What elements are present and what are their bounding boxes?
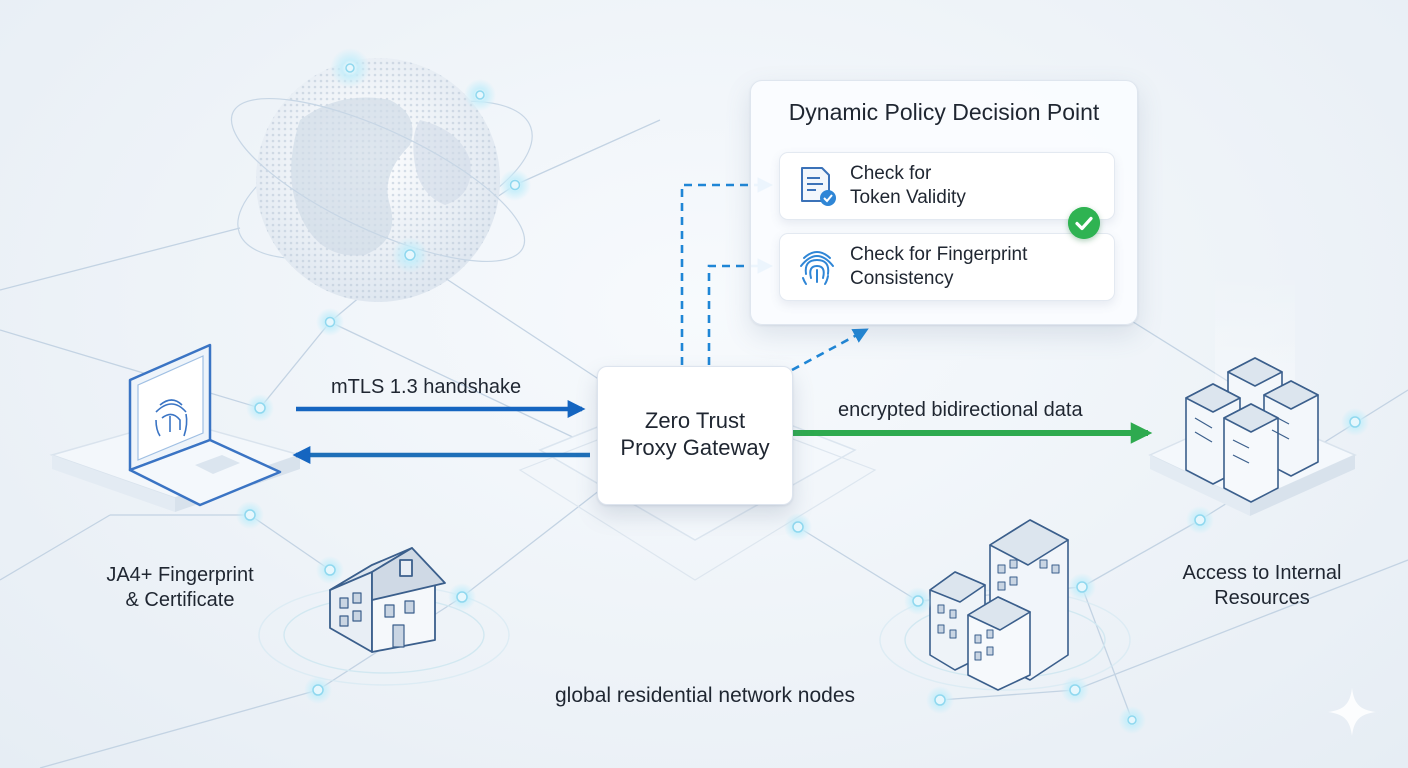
gateway-label: Zero Trust Proxy Gateway <box>620 408 770 460</box>
globe-icon <box>230 58 533 302</box>
network-nodes <box>236 48 1369 734</box>
fingerprint-consistency-check: Check for Fingerprint Consistency <box>779 233 1115 301</box>
house-icon <box>329 547 446 653</box>
servers-icon <box>1185 357 1319 503</box>
fingerprint-icon <box>800 251 834 285</box>
fingerprint-check-label: Check for Fingerprint Consistency <box>850 244 1028 289</box>
encrypted-data-label: encrypted bidirectional data <box>838 399 1083 421</box>
policy-return-arrow <box>791 328 869 372</box>
policy-decision-panel: Dynamic Policy Decision Point Check for … <box>750 80 1138 325</box>
office-buildings-icon <box>929 519 1069 691</box>
handshake-label: mTLS 1.3 handshake <box>331 376 522 398</box>
token-check-arrow <box>680 177 774 365</box>
zero-trust-gateway: Zero Trust Proxy Gateway <box>597 366 793 505</box>
token-validity-check: Check for Token Validity <box>779 152 1115 220</box>
client-label: JA4+ Fingerprint & Certificate <box>106 564 254 611</box>
sparkle-icon <box>1328 688 1376 736</box>
document-check-icon <box>801 167 836 206</box>
checkmark-badge-icon <box>1068 207 1100 239</box>
fingerprint-check-arrow <box>707 258 774 365</box>
network-label: global residential network nodes <box>554 684 856 707</box>
laptop-icon <box>128 343 282 507</box>
policy-dashed-arrows <box>680 177 869 372</box>
policy-title: Dynamic Policy Decision Point <box>788 99 1100 125</box>
laptop-fingerprint-icon <box>155 399 188 437</box>
resources-label: Access to Internal Resources <box>1182 562 1342 609</box>
token-check-label: Check for Token Validity <box>850 163 966 208</box>
